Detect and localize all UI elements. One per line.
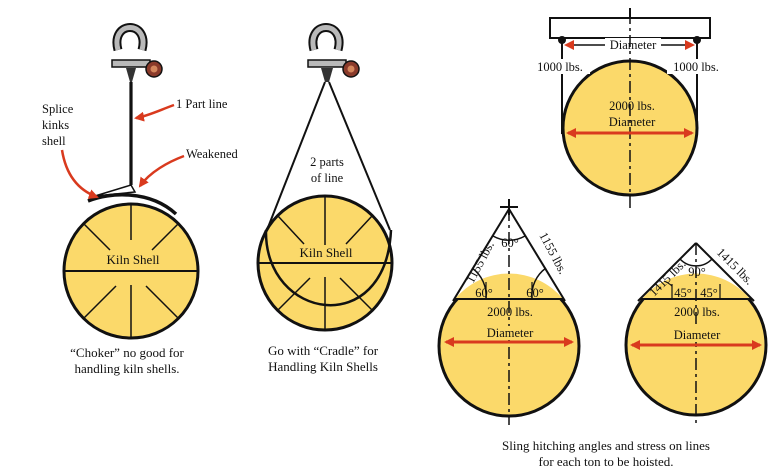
parts-label-2: of line [311, 171, 344, 185]
fortyfive-label-bg [668, 328, 724, 342]
splice-label-1: Splice [42, 102, 74, 116]
splice-arrow [60, 149, 99, 199]
splice-label-2: kinks [42, 118, 69, 132]
fortyfive-left-line [637, 242, 697, 302]
fortyfive-center-load: 2000 lbs. [674, 305, 720, 319]
angles-caption-1: Sling hitching angles and stress on line… [502, 438, 710, 453]
sixty-panel: 60° 60° 60° 1155 lbs. 1155 lbs. 2000 lbs… [437, 199, 581, 425]
choker-shell-label: Kiln Shell [106, 252, 159, 267]
sixty-left-line [452, 208, 510, 302]
cradle-panel: Kiln Shell 2 parts of line Go with “Crad… [256, 23, 394, 374]
fortyfive-right-angle: 45° [700, 286, 718, 300]
spreader-center-load: 2000 lbs. [609, 99, 655, 113]
spreader-center-label: Diameter [609, 115, 656, 129]
sixty-label-bg [483, 326, 537, 340]
choker-caption-1: “Choker” no good for [70, 345, 184, 360]
spreader-left-load: 1000 lbs. [537, 60, 583, 74]
cradle-sling [264, 229, 393, 307]
fortyfive-panel: 90° 45° 45° 1415 lbs. 1415 lbs. 2000 lbs… [624, 242, 768, 423]
sixty-right-line [508, 208, 566, 302]
spreader-panel: Diameter 1000 lbs. 1000 lbs. 2000 lbs. D… [532, 8, 725, 210]
splice-label-3: shell [42, 134, 66, 148]
spreader-left-bg [532, 59, 590, 74]
fortyfive-right-line [695, 242, 755, 302]
fortyfive-left-angle: 45° [674, 286, 692, 300]
sixty-triangle-bg [455, 209, 563, 299]
part-line-arrow [134, 103, 175, 122]
sixty-center-label: Diameter [487, 326, 534, 340]
choker-panel: Kiln Shell Splice kinks shell 1 Part lin… [42, 23, 238, 376]
cradle-shell-label: Kiln Shell [299, 245, 352, 260]
weakened-arrow [138, 154, 185, 188]
beam-diameter-label: Diameter [610, 38, 657, 52]
fortyfive-cap [642, 273, 750, 299]
angles-caption-2: for each ton to be hoisted. [538, 454, 673, 469]
sixty-center-load: 2000 lbs. [487, 305, 533, 319]
cradle-label-bg [305, 246, 347, 260]
fortyfive-center-label: Diameter [674, 328, 721, 342]
kiln-shell-icon [256, 194, 394, 332]
kiln-shell-icon [62, 202, 200, 340]
fortyfive-top-arc [679, 258, 713, 267]
sixty-left-angle: 60° [475, 286, 493, 300]
choker-caption-2: handling kiln shells. [74, 361, 179, 376]
shackle-icon [307, 23, 360, 82]
spreader-right-load: 1000 lbs. [673, 60, 719, 74]
beam-label-bg [605, 38, 661, 51]
sixty-top-arc [492, 235, 526, 242]
parts-label-1: 2 parts [310, 155, 344, 169]
sixty-right-angle: 60° [526, 286, 544, 300]
cradle-caption-1: Go with “Cradle” for [268, 343, 379, 358]
shackle-icon [111, 23, 163, 82]
sixty-top-angle: 60° [501, 236, 519, 250]
weakened-label: Weakened [186, 147, 238, 161]
cradle-caption-2: Handling Kiln Shells [268, 359, 378, 374]
part-line-label: 1 Part line [176, 97, 228, 111]
fortyfive-top-angle: 90° [688, 265, 706, 279]
choker-label-bg [112, 253, 154, 267]
cradle-rope-left [266, 81, 326, 231]
spreader-right-bg [667, 59, 725, 74]
cradle-rope-right [328, 81, 391, 231]
fortyfive-left-arc [663, 280, 673, 287]
